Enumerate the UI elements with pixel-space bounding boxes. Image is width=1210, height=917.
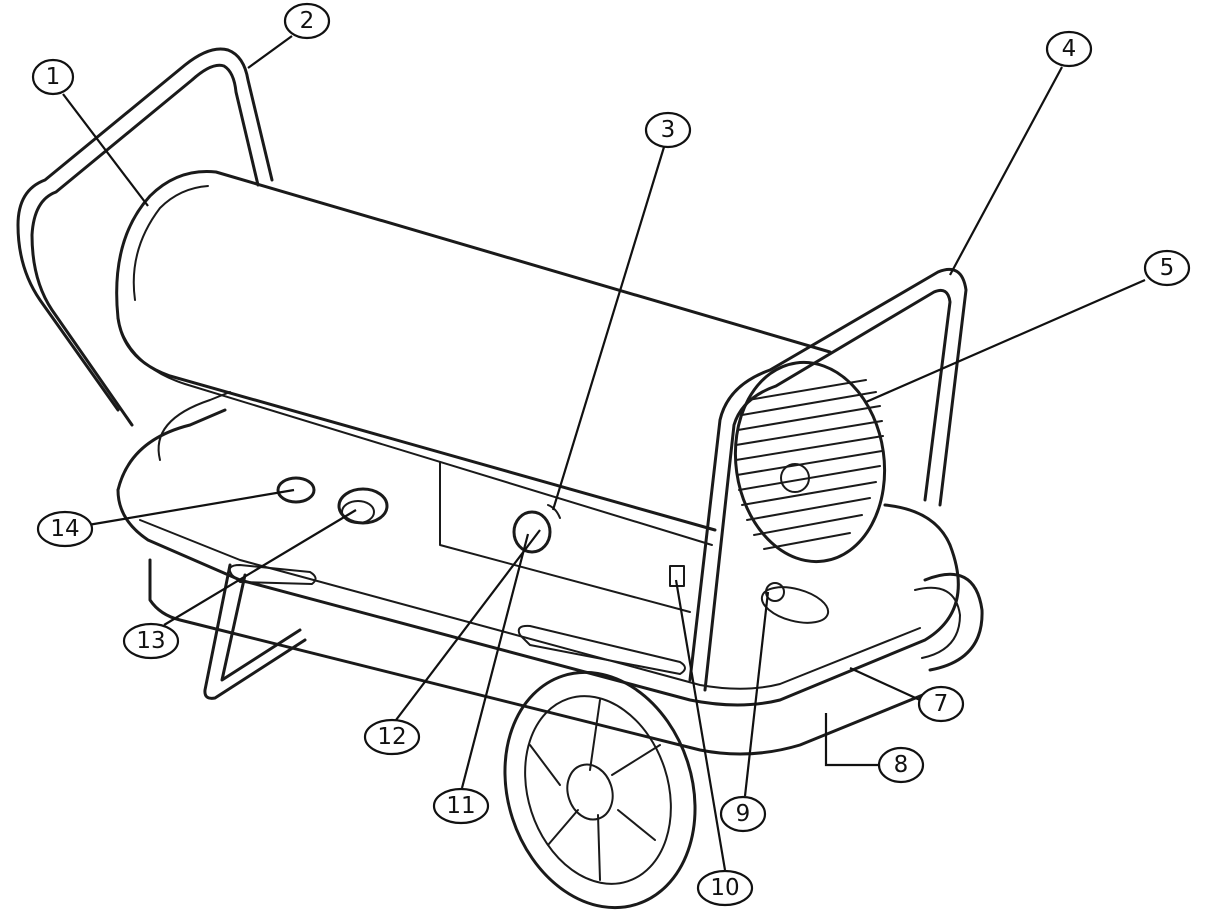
callout-11: 11 [432, 787, 490, 825]
callout-1: 1 [31, 58, 75, 96]
callout-12-label: 12 [377, 724, 406, 750]
left-handle-frame [16, 47, 274, 427]
callout-3-label: 3 [661, 117, 676, 143]
callout-4: 4 [1045, 30, 1093, 68]
callout-8: 8 [877, 746, 925, 784]
rear-grille [733, 360, 887, 564]
callout-14: 14 [36, 510, 94, 548]
callout-12: 12 [363, 718, 421, 756]
callout-10-label: 10 [710, 875, 739, 901]
callout-2: 2 [283, 2, 331, 40]
callout-3: 3 [644, 111, 692, 149]
heater-cylinder [115, 170, 832, 546]
leader-lines [62, 35, 1146, 871]
fuel-tank [116, 391, 960, 756]
stand-legs [203, 563, 307, 700]
controls [276, 476, 561, 554]
callout-7-label: 7 [934, 691, 949, 717]
callout-9: 9 [719, 795, 767, 833]
callout-2-label: 2 [300, 8, 315, 34]
callout-8-label: 8 [894, 752, 909, 778]
right-handle-frame [688, 267, 968, 692]
callout-9-label: 9 [736, 801, 751, 827]
callout-10: 10 [696, 869, 754, 907]
callout-13: 13 [122, 622, 180, 660]
callouts: 1 2 3 4 5 7 8 9 [31, 2, 1191, 907]
callout-13-label: 13 [136, 628, 165, 654]
callout-1-label: 1 [46, 64, 61, 90]
callout-7: 7 [917, 685, 965, 723]
callout-4-label: 4 [1062, 36, 1077, 62]
front-wheel [503, 670, 697, 910]
callout-5: 5 [1143, 249, 1191, 287]
rear-wheel [914, 572, 984, 672]
callout-11-label: 11 [446, 793, 475, 819]
callout-14-label: 14 [50, 516, 79, 542]
callout-5-label: 5 [1160, 255, 1175, 281]
